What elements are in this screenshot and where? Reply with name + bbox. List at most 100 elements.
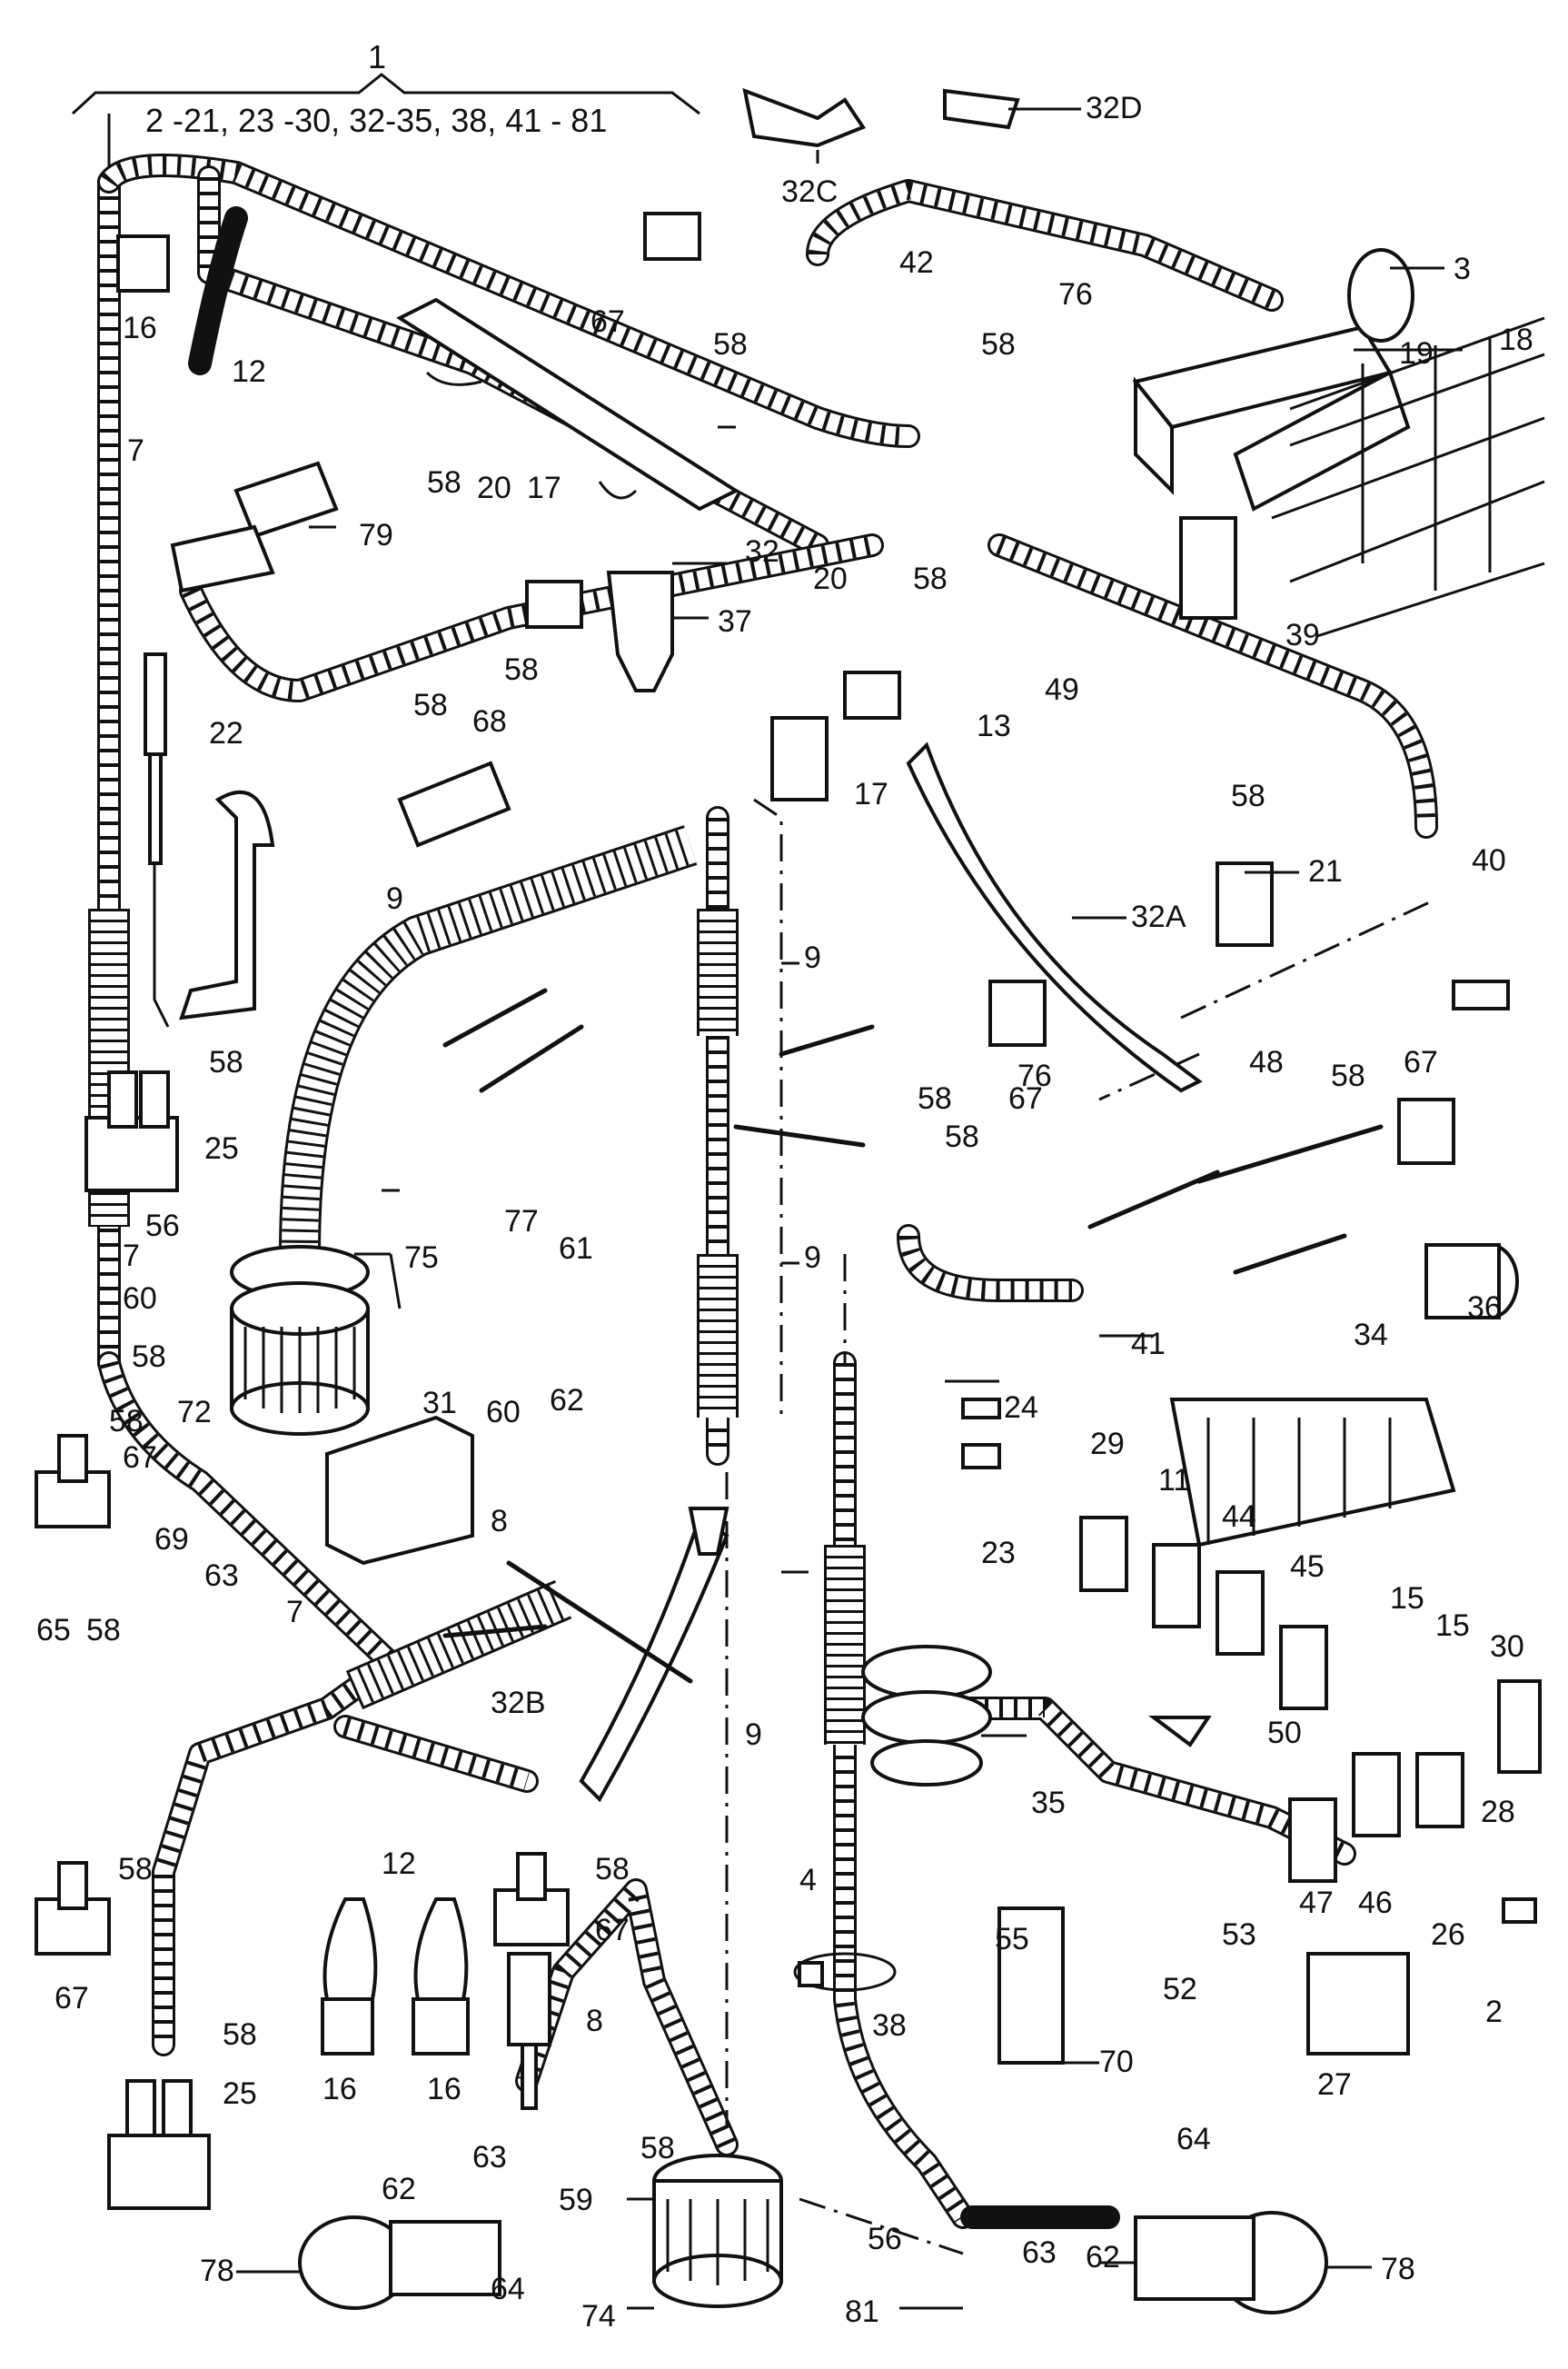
label-9: 9 [745,1717,762,1752]
label-72: 72 [177,1395,212,1429]
bracket-37 [606,571,674,692]
connector-16-top [116,234,170,293]
label-25: 25 [223,2076,257,2111]
label-26: 26 [1431,1917,1465,1952]
label-40: 40 [1472,843,1506,878]
oxygen-sensor [144,652,170,1028]
connector-67-lowerleft [35,1861,111,1956]
label-29: 29 [1090,1427,1125,1461]
label-42: 42 [899,245,934,280]
label-22: 22 [209,716,243,751]
label-60: 60 [123,1281,157,1316]
grommet-74 [652,2154,783,2308]
relay-27 [1306,1952,1410,2055]
label-25: 25 [204,1131,239,1166]
label-64: 64 [1176,2122,1211,2156]
label-62: 62 [550,1383,584,1418]
ignition-part [770,716,829,801]
label-15: 15 [1435,1608,1470,1643]
holder-22 [179,790,275,1020]
label-45: 45 [1290,1549,1325,1584]
label-2: 2 [1485,1995,1503,2029]
label-60: 60 [486,1395,521,1429]
label-53: 53 [1222,1917,1256,1952]
label-58: 58 [86,1613,121,1647]
label-63: 63 [204,1558,239,1593]
label-7: 7 [123,1239,140,1273]
label-52: 52 [1163,1972,1197,2006]
label-27: 27 [1317,2067,1352,2102]
grommet-75 [230,1245,370,1436]
motor-78-left [298,2215,501,2310]
label-31: 31 [422,1386,457,1420]
label-67: 67 [55,1981,89,2016]
label-58: 58 [713,327,748,362]
label-49: 49 [1045,672,1079,707]
bracket-31 [325,1415,474,1566]
label-11: 11 [1158,1463,1190,1498]
label-9: 9 [386,881,403,916]
label-58: 58 [1231,779,1265,813]
label-79: 79 [359,518,393,552]
label-9: 9 [804,1240,821,1275]
label-4: 4 [799,1863,817,1897]
label-16: 16 [123,311,157,345]
label-16: 16 [323,2072,357,2106]
connector-67-right [1397,1098,1455,1165]
label-58: 58 [918,1081,952,1116]
label-17: 17 [854,777,888,811]
label-15: 15 [1390,1581,1424,1616]
label-61: 61 [559,1231,593,1266]
connector-17 [525,580,901,720]
fuse-relay-box [1169,1398,1456,1548]
label-19: 19 [1399,336,1434,371]
relay-25-upper [84,1070,179,1192]
label-47: 47 [1299,1886,1334,1920]
callout-leaders [236,107,1463,2310]
assembly-range: 2 -21, 23 -30, 32-35, 38, 41 - 81 [145,102,607,139]
label-28: 28 [1481,1795,1515,1829]
label-58: 58 [913,562,948,596]
label-36: 36 [1467,1290,1502,1325]
label-74: 74 [581,2299,616,2334]
label-32C: 32C [781,174,838,209]
label-78: 78 [1381,2252,1415,2286]
label-20: 20 [477,471,511,505]
label-58: 58 [109,1404,144,1438]
connector-21 [1216,861,1274,947]
label-58: 58 [413,688,448,722]
label-58: 58 [223,2017,257,2052]
part-labels: 3 18 19 32C 32D 42 76 67 58 58 16 12 7 5… [36,91,1533,2334]
label-62: 62 [382,2172,416,2206]
label-67: 67 [590,304,625,339]
label-56: 56 [868,2222,902,2256]
relay-25-lower [107,2079,211,2210]
label-58: 58 [981,327,1016,362]
label-8: 8 [491,1504,508,1538]
label-8: 8 [586,2004,603,2038]
label-56: 56 [145,1209,180,1243]
label-32B: 32B [491,1686,546,1720]
label-3: 3 [1454,252,1471,286]
label-58: 58 [132,1339,166,1374]
label-37: 37 [718,604,752,639]
label-39: 39 [1285,618,1320,652]
label-20: 20 [813,562,848,596]
clamp-32d [943,88,1020,130]
label-58: 58 [945,1120,979,1154]
bracket-39 [1179,516,1237,620]
connector-68 [397,761,511,848]
label-9: 9 [804,941,821,975]
label-78: 78 [200,2254,234,2288]
label-64: 64 [491,2272,525,2306]
label-76: 76 [1017,1059,1052,1093]
label-50: 50 [1267,1716,1302,1750]
label-59: 59 [559,2183,593,2217]
label-55: 55 [995,1922,1029,1956]
motor-78-right [1134,2211,1328,2314]
label-58: 58 [640,2131,675,2165]
label-24: 24 [1004,1390,1038,1425]
assembly-number: 1 [368,38,386,75]
connector-67-top [643,212,701,261]
